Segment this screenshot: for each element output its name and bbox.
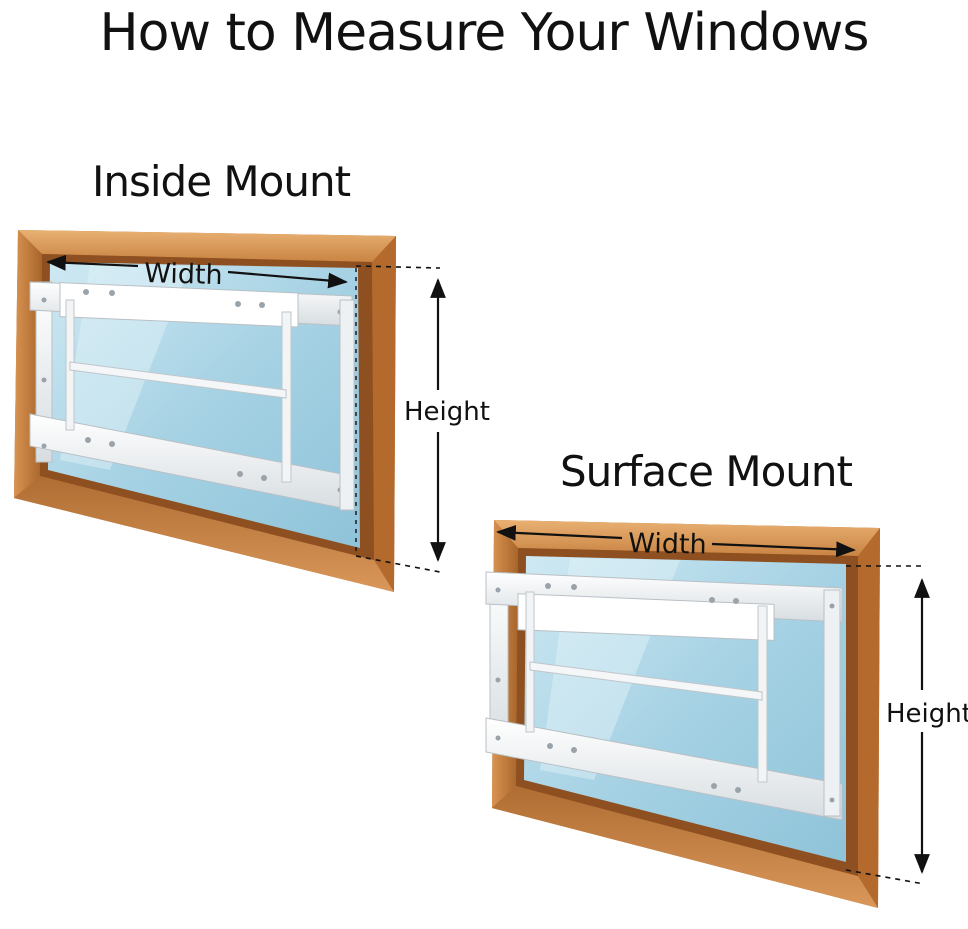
top-bar-bracket [59,282,299,328]
bolts [495,583,835,803]
bottom-bar [485,717,843,821]
surface-height-label: Height [886,699,968,729]
right-bracket [823,589,841,817]
inside-mount-measurements: Width Height [46,254,490,573]
middle-bar [69,361,287,399]
frame-bottom [492,786,878,908]
top-bar-bracket [517,593,775,641]
inside-mount-heading: Inside Mount [92,157,351,206]
middle-bar [529,661,763,701]
inside-width-arrow-left [46,254,139,271]
inside-mount-window [14,230,396,592]
surface-bottom-guide [845,869,925,885]
frame-top [18,230,396,262]
surface-width-arrow-right [711,541,856,558]
inside-height-label: Height [404,397,490,427]
frame-bottom [14,476,394,592]
surface-mount-heading: Surface Mount [560,447,853,496]
right-bracket [339,299,355,511]
frame-right [372,236,396,592]
inside-width-arrow-right [227,270,348,289]
page-title: How to Measure Your Windows [99,3,870,63]
frame-right [858,528,880,908]
inside-width-label: Width [144,258,223,291]
inside-top-guide [355,265,441,269]
inside-bottom-guide [355,555,441,573]
surface-mount-window [485,520,880,908]
surface-width-label: Width [628,528,707,561]
surface-mount-measurements: Width Height [496,524,968,885]
surface-width-arrow-left [496,524,623,541]
